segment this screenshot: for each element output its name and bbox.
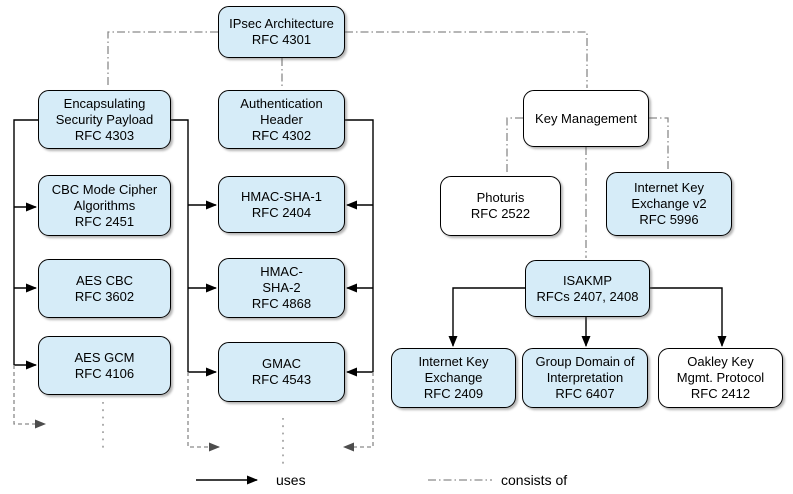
uses-isakmp-to-oakley (650, 287, 727, 347)
legend-consists-of-label: consists of (501, 472, 568, 488)
node-aes-cbc: AES CBC RFC 3602 (38, 259, 171, 318)
uses-rail-esp-right (171, 119, 189, 372)
continuation-esp-left (13, 365, 46, 429)
continuation-esp-right (187, 372, 220, 452)
node-internet-key-exchange: Internet Key Exchange RFC 2409 (391, 348, 516, 408)
node-key-management: Key Management (523, 90, 649, 147)
consists-keymgmt-to-ikev2 (649, 117, 669, 170)
node-authentication-header: Authentication Header RFC 4302 (218, 90, 345, 149)
uses-isakmp-to-ike (448, 287, 525, 347)
node-cbc-mode-cipher-algorithms: CBC Mode Cipher Algorithms RFC 2451 (38, 175, 171, 236)
consists-of-lines (107, 31, 669, 258)
continuation-ah-right (343, 372, 374, 452)
node-oakley-key-mgmt-protocol: Oakley Key Mgmt. Protocol RFC 2412 (658, 348, 783, 408)
legend-uses-label: uses (276, 472, 306, 488)
ellipsis-lines (102, 402, 284, 466)
consists-keymgmt-to-photuris (506, 117, 523, 174)
consists-ipsec-to-esp (107, 31, 218, 88)
uses-rail-ah-right (345, 119, 374, 372)
consists-ipsec-to-keymgmt (345, 31, 588, 88)
uses-rail-esp-left (13, 119, 38, 365)
node-encapsulating-security-payload: Encapsulating Security Payload RFC 4303 (38, 90, 171, 149)
node-isakmp: ISAKMP RFCs 2407, 2408 (525, 260, 650, 317)
uses-lines (13, 119, 727, 377)
node-group-domain-of-interpretation: Group Domain of Interpretation RFC 6407 (522, 348, 648, 408)
node-hmac-sha-1: HMAC-SHA-1 RFC 2404 (218, 176, 345, 233)
node-gmac: GMAC RFC 4543 (218, 342, 345, 402)
node-hmac-sha-2: HMAC- SHA-2 RFC 4868 (218, 258, 345, 318)
node-internet-key-exchange-v2: Internet Key Exchange v2 RFC 5996 (606, 172, 732, 236)
continuation-lines (13, 365, 374, 452)
node-photuris: Photuris RFC 2522 (440, 176, 561, 236)
node-aes-gcm: AES GCM RFC 4106 (38, 336, 171, 395)
node-ipsec-architecture: IPsec Architecture RFC 4301 (218, 6, 345, 58)
